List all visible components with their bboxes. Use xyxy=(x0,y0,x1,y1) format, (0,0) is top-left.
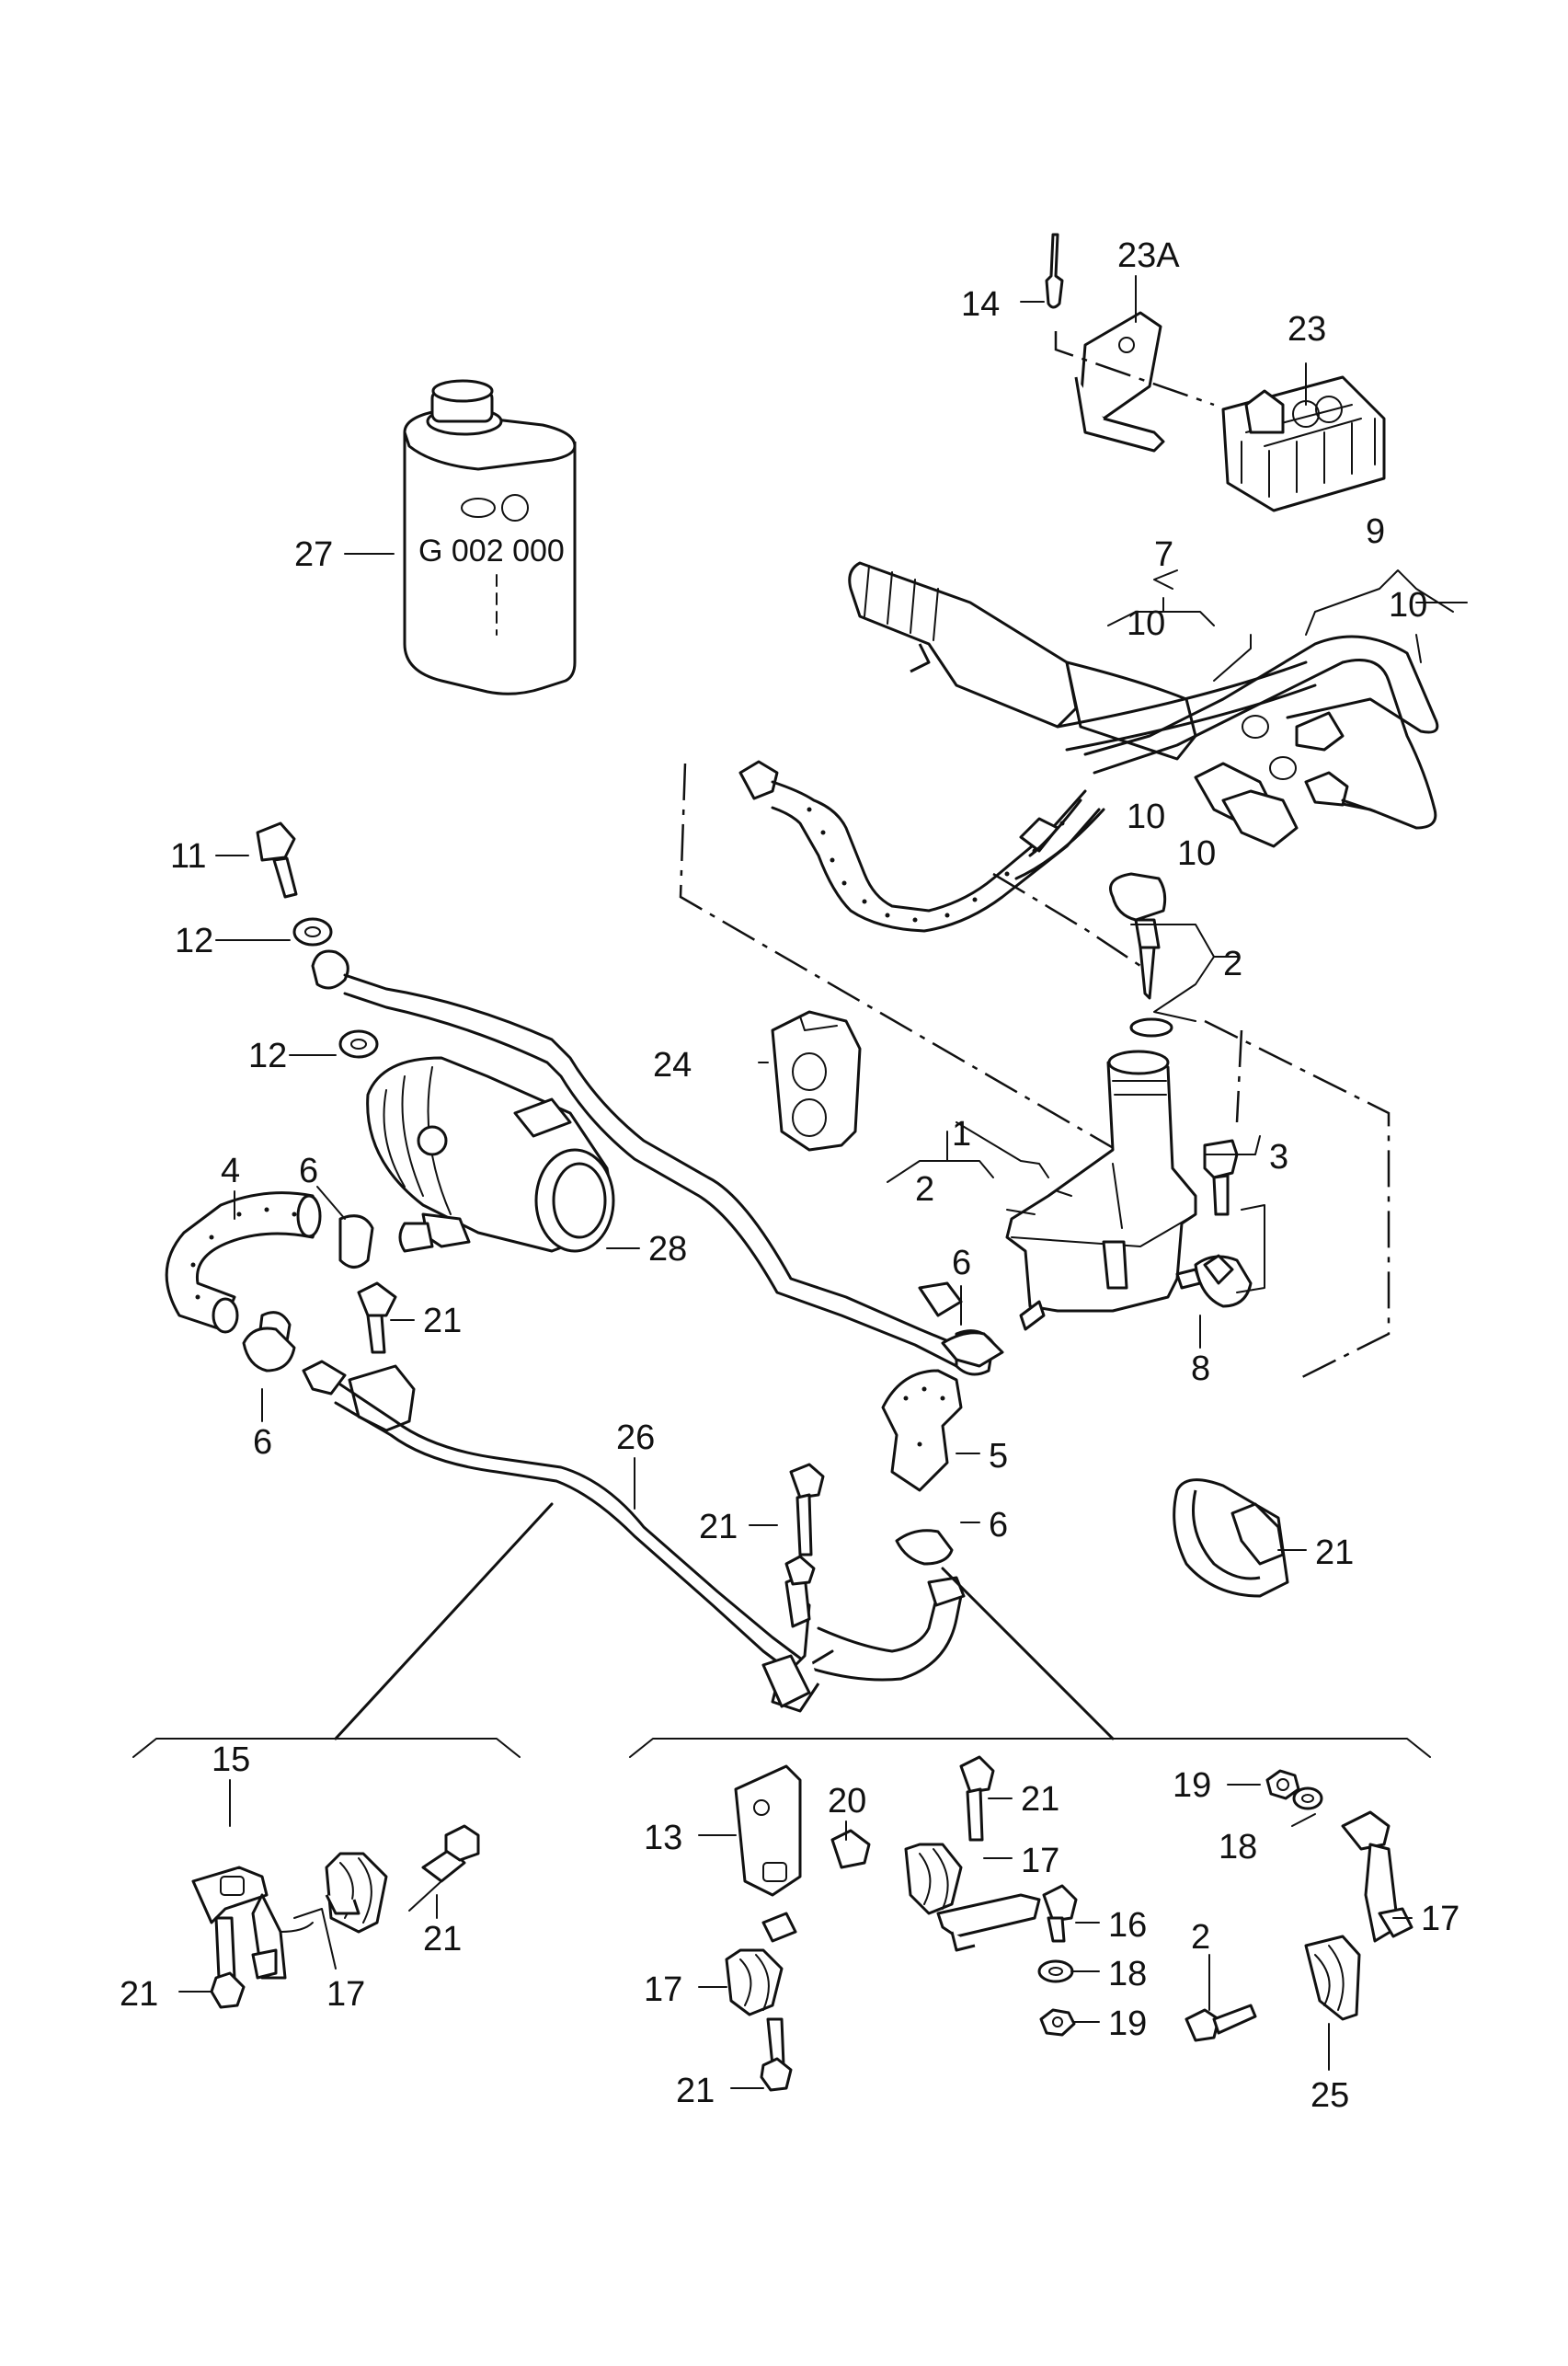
callout-13: 13 xyxy=(644,1819,682,1857)
callout-8: 8 xyxy=(1191,1350,1210,1388)
detail-right xyxy=(629,1567,1431,2092)
callout-18-b: 18 xyxy=(1219,1828,1257,1866)
callout-14: 15 xyxy=(212,1740,250,1779)
callout-10-d: 10 xyxy=(1177,834,1216,873)
callout-12-b: 12 xyxy=(248,1037,287,1075)
clip-23A xyxy=(771,1010,862,1152)
callout-6-d: 6 xyxy=(989,1506,1008,1545)
callout-3: 3 xyxy=(1269,1138,1288,1177)
upper-line-assembly xyxy=(738,561,1439,933)
line-26-assembly xyxy=(302,1281,966,1713)
callout-21-b: 21 xyxy=(699,1508,738,1546)
callout-23A: 24 xyxy=(653,1046,692,1085)
callout-11: 11 xyxy=(170,837,206,876)
callout-6-a: 6 xyxy=(299,1152,318,1190)
callout-10-c: 10 xyxy=(1127,798,1165,836)
callout-10-b: 10 xyxy=(1389,586,1427,625)
callout-9: 9 xyxy=(1366,512,1385,551)
callout-17-b: 17 xyxy=(644,1970,682,2009)
callout-21-a: 21 xyxy=(423,1302,462,1340)
callout-5: 5 xyxy=(989,1437,1008,1476)
callout-24: 23A xyxy=(1117,236,1180,275)
callout-23: 23 xyxy=(1288,310,1326,349)
callout-16: 17 xyxy=(1421,1900,1459,1938)
callout-21-f: 21 xyxy=(1021,1780,1059,1819)
left-upper-parts xyxy=(256,821,977,1373)
callout-4: 4 xyxy=(221,1152,240,1190)
callout-15: 16 xyxy=(1108,1906,1147,1945)
hose-5-assembly xyxy=(881,1281,1004,1492)
detail-left xyxy=(132,1502,554,2009)
callout-27: 27 xyxy=(294,535,333,574)
locator-lines xyxy=(679,763,1391,1382)
fluid-container-27: G 002 000 xyxy=(403,379,577,695)
callout-2-b: 2 xyxy=(915,1170,934,1209)
callout-17-c: 17 xyxy=(1021,1842,1059,1880)
callout-17-d: 25 xyxy=(1310,2076,1349,2115)
reservoir-assembly xyxy=(1005,872,1239,1331)
callout-1: 1 xyxy=(952,1115,971,1154)
callout-18-a: 18 xyxy=(1108,1955,1147,1993)
callout-21-d: 21 xyxy=(120,1975,158,2014)
callout-20: 20 xyxy=(828,1782,866,1820)
clamp-22 xyxy=(1173,1478,1289,1598)
callout-7: 7 xyxy=(1154,535,1173,574)
callout-10-a: 10 xyxy=(1127,604,1165,643)
callout-6-b: 6 xyxy=(253,1423,272,1462)
callout-12-a: 12 xyxy=(175,922,213,960)
callout-28: 28 xyxy=(648,1230,687,1269)
callout-21-e: 21 xyxy=(676,2072,715,2110)
callout-22: 21 xyxy=(1315,1533,1354,1572)
callout-26: 26 xyxy=(616,1418,655,1457)
callout-19-b: 19 xyxy=(1173,1766,1211,1805)
callout-19-a: 19 xyxy=(1108,2004,1147,2043)
callout-6-c: 6 xyxy=(952,1244,971,1282)
callout-17-a: 17 xyxy=(326,1975,365,2014)
callout-2-a: 2 xyxy=(1223,945,1242,983)
container-part-number: G 002 000 xyxy=(418,534,565,569)
callout-21-c: 21 xyxy=(423,1920,462,1958)
callout-25: 14 xyxy=(961,285,1000,324)
callout-21-g: 2 xyxy=(1191,1918,1210,1957)
clamp-8 xyxy=(1194,1204,1265,1308)
hose-4-assembly xyxy=(165,1191,374,1373)
relay-bracket-assembly xyxy=(1045,233,1386,512)
callout-labels: 14 23A 23 22 27 7 10 9 10 10 10 2 3 1 2 … xyxy=(120,236,1459,2115)
leader-lines xyxy=(178,275,1468,2089)
